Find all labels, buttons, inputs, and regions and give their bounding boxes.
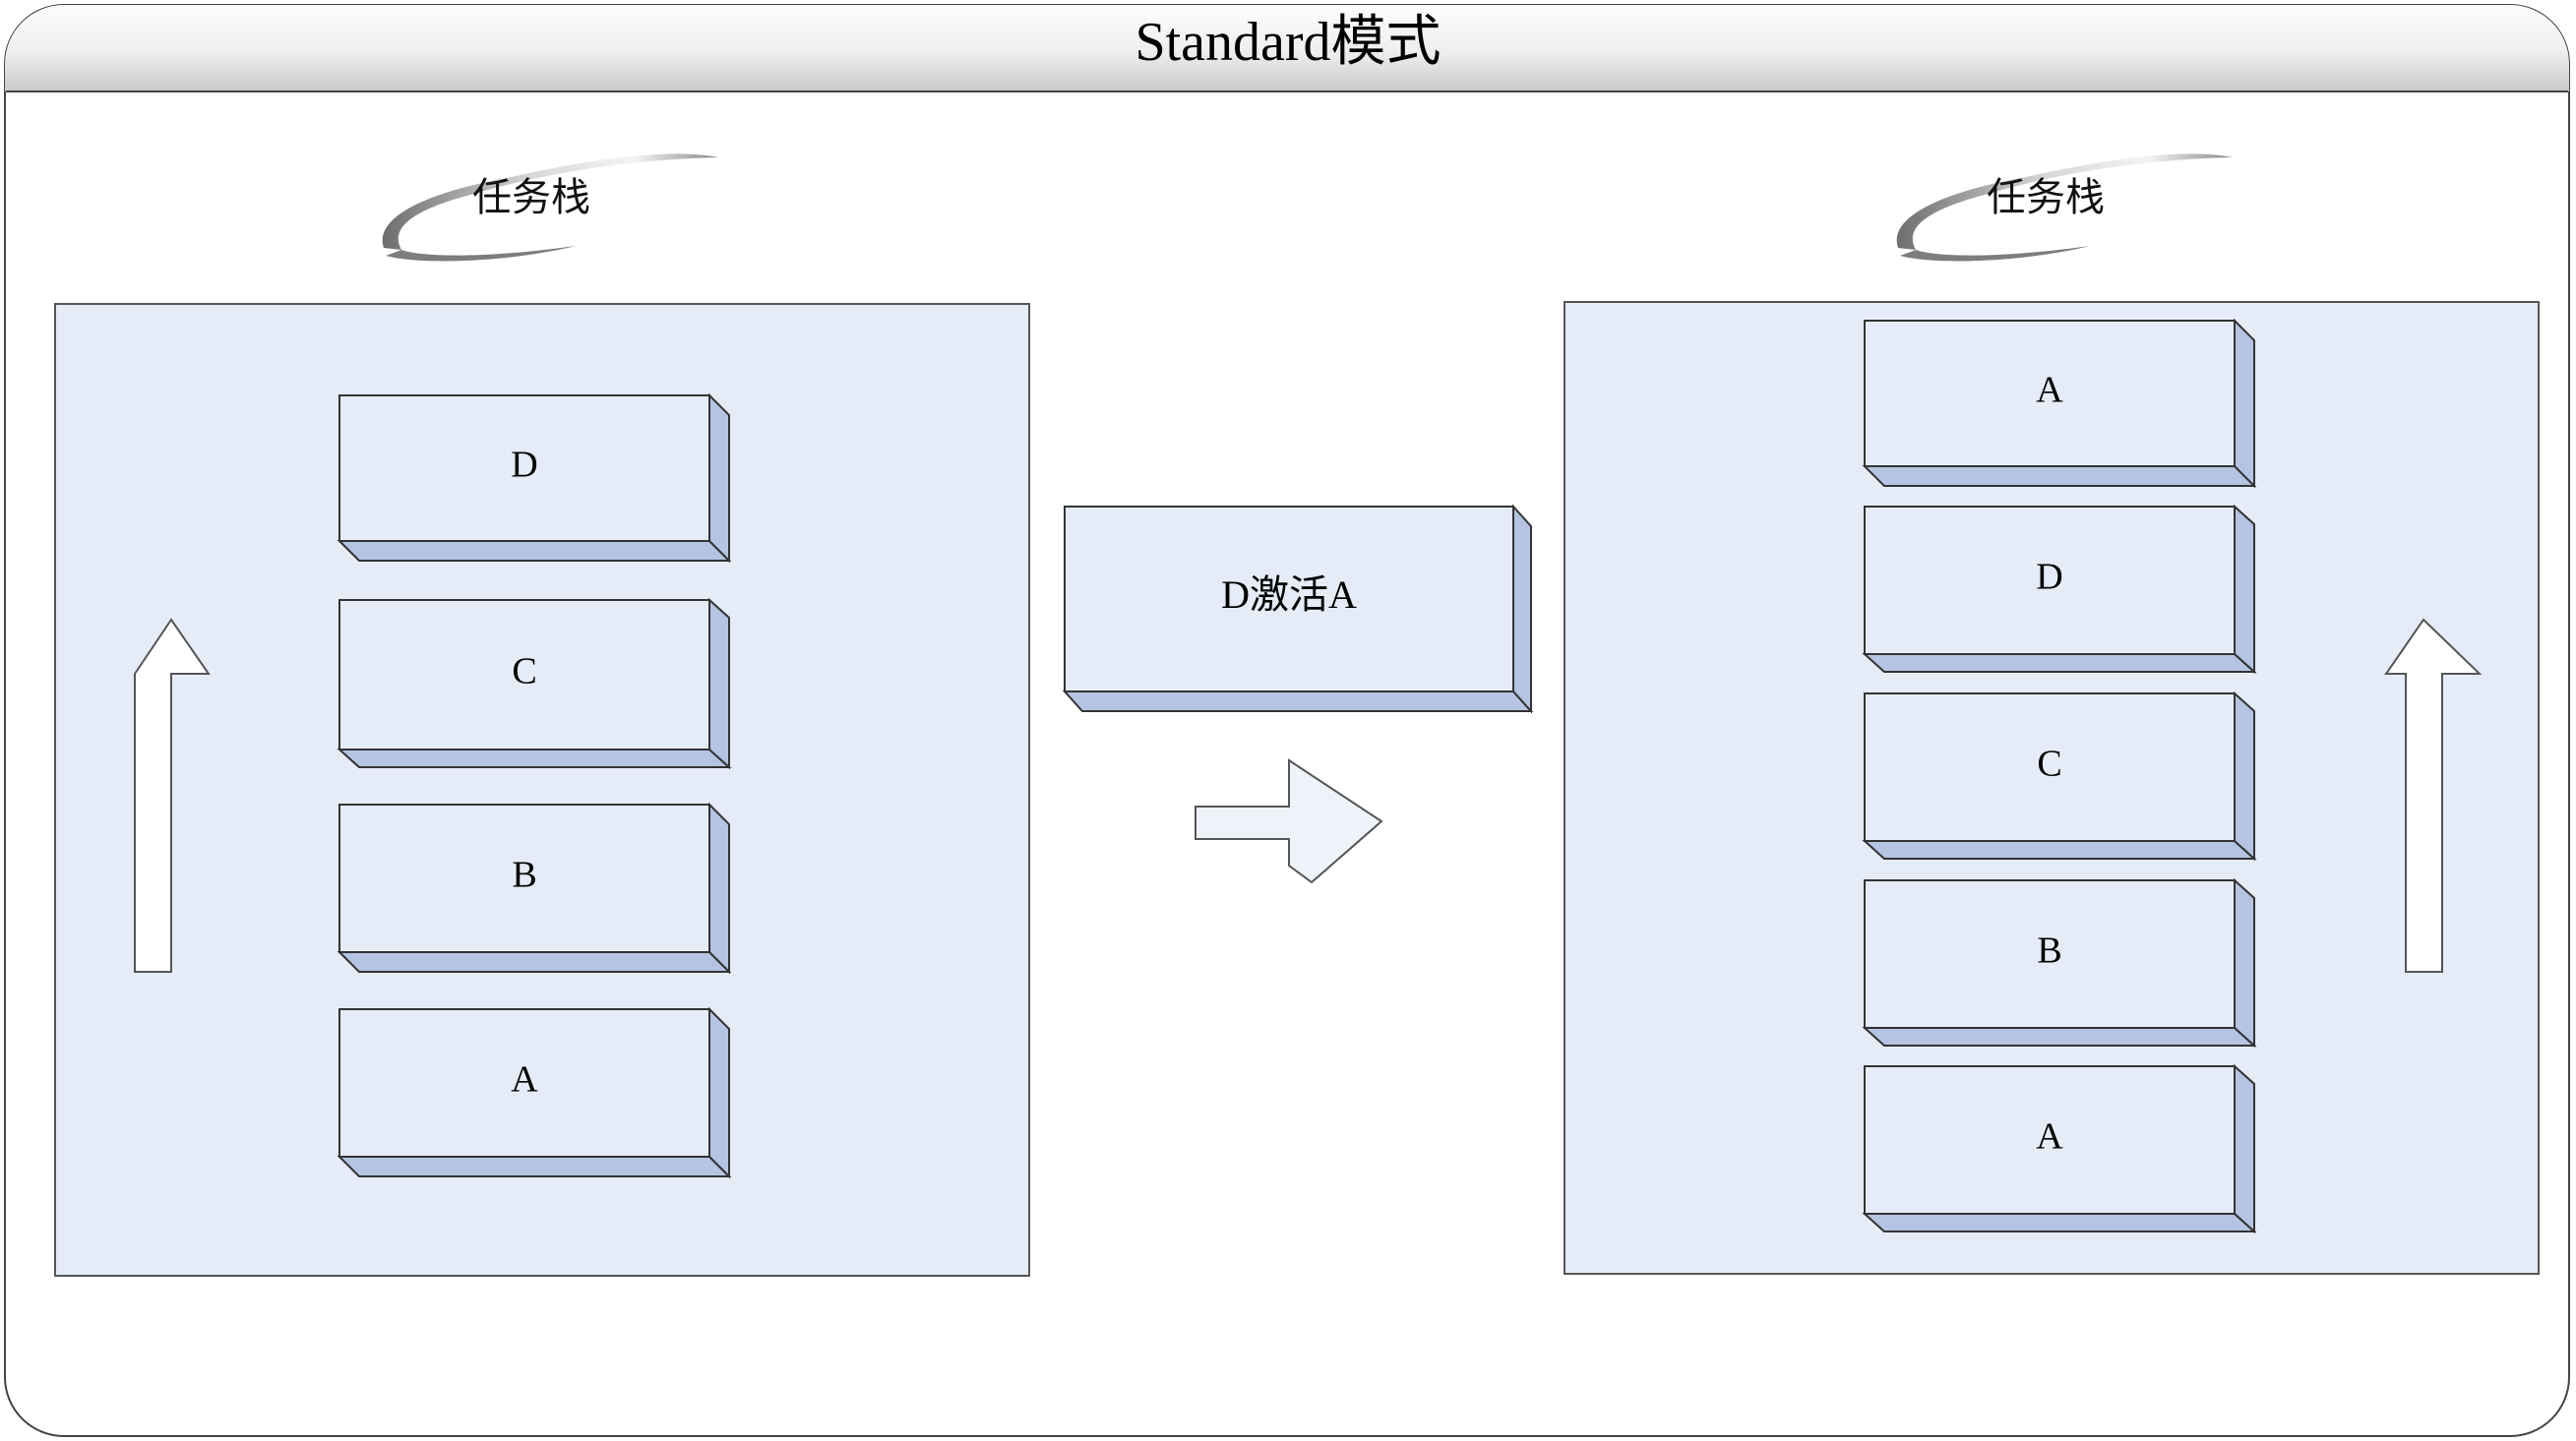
swoosh-icon <box>382 153 718 250</box>
swoosh-icon <box>1900 246 2090 262</box>
left-stack-box-a: A <box>337 1006 732 1179</box>
stack-box-label: C <box>2037 744 2061 785</box>
stack-box-label: D <box>511 445 537 486</box>
left-stack-box-c: C <box>337 597 732 770</box>
transition-label: D激活A <box>1221 572 1357 617</box>
transition-box: D激活A <box>1062 504 1534 714</box>
stack-label: 任务栈 <box>1987 175 2105 219</box>
right-arrow-icon <box>1195 758 1383 884</box>
stack-box-label: D <box>2036 557 2062 598</box>
stack-box-label: B <box>2037 931 2061 972</box>
left-stack-box-d: D <box>337 392 732 564</box>
right-stack-box-a-bottom: A <box>1862 1063 2257 1234</box>
up-arrow-icon <box>134 618 211 973</box>
right-stack-box-d: D <box>1862 504 2257 675</box>
right-stack-badge: 任务栈 <box>1896 153 2233 262</box>
right-stack-box-b: B <box>1862 877 2257 1049</box>
diagram-title: Standard模式 <box>1135 12 1441 73</box>
up-arrow-icon <box>2384 618 2483 973</box>
stack-box-label: A <box>2036 1116 2063 1158</box>
left-stack-box-b: B <box>337 802 732 975</box>
stack-box-label: A <box>2036 370 2063 411</box>
right-stack-box-a-top: A <box>1862 318 2257 489</box>
stack-box-label: B <box>512 855 536 896</box>
stack-label: 任务栈 <box>472 175 590 219</box>
title-bar <box>5 5 2569 91</box>
right-stack-box-c: C <box>1862 690 2257 862</box>
stack-box-label: C <box>512 651 536 692</box>
swoosh-icon <box>1896 153 2233 250</box>
swoosh-icon <box>386 246 576 262</box>
stack-box-label: A <box>511 1059 538 1101</box>
left-stack-badge: 任务栈 <box>382 153 718 262</box>
